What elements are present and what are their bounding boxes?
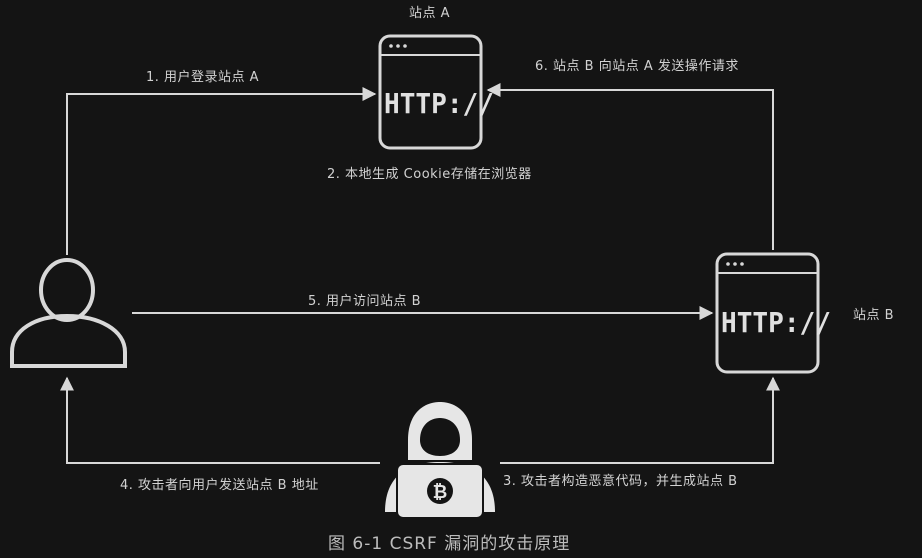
arrow-attacker-to-user: [60, 376, 380, 464]
arrow-site-b-to-site-a: [486, 83, 774, 250]
site-a-browser-icon: HTTP://: [378, 34, 494, 150]
bitcoin-icon: ₿: [427, 478, 453, 504]
step-5-label: 5. 用户访问站点 B: [308, 294, 422, 309]
arrow-attacker-to-site-b: [500, 376, 780, 464]
site-a-label: 站点 A: [409, 6, 451, 21]
figure-caption: 图 6-1 CSRF 漏洞的攻击原理: [328, 534, 571, 554]
step-4-label: 4. 攻击者向用户发送站点 B 地址: [120, 478, 319, 493]
site-b-browser-icon: HTTP://: [715, 252, 831, 374]
site-b-label: 站点 B: [853, 308, 895, 323]
user-icon: [10, 258, 127, 368]
step-1-label: 1. 用户登录站点 A: [146, 70, 260, 85]
site-a-http-text: HTTP://: [384, 87, 494, 120]
step-3-label: 3. 攻击者构造恶意代码，并生成站点 B: [503, 474, 738, 489]
attacker-icon: ₿: [385, 402, 495, 519]
step-2-label: 2. 本地生成 Cookie存储在浏览器: [327, 167, 532, 182]
arrow-user-to-site-a: [66, 87, 377, 255]
site-b-http-text: HTTP://: [721, 306, 831, 339]
step-6-label: 6. 站点 B 向站点 A 发送操作请求: [535, 59, 739, 74]
attacker-laptop-symbol: ₿: [433, 482, 448, 503]
